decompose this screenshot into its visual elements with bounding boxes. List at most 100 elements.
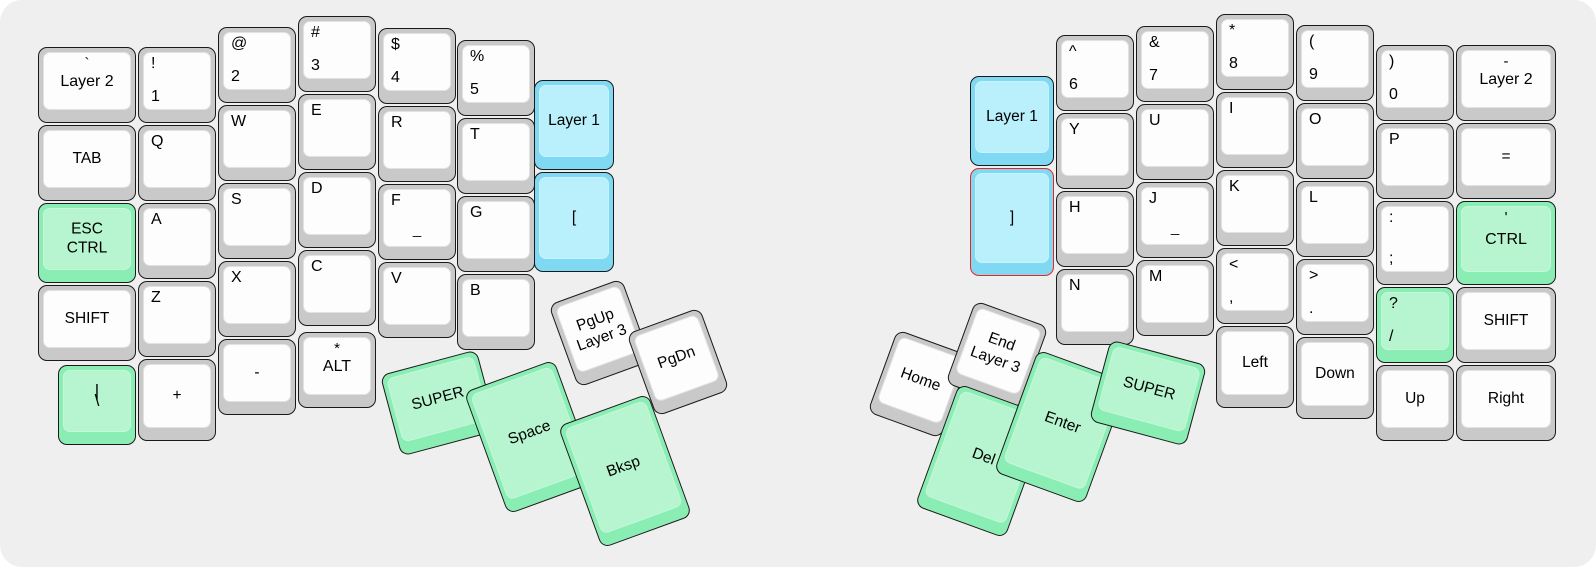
key-i[interactable]: I bbox=[1216, 92, 1294, 168]
key-star-alt[interactable]: *ALT bbox=[298, 332, 376, 408]
key-legend-base: 2 bbox=[231, 68, 240, 85]
key-legend-letter: U bbox=[1149, 112, 1161, 129]
key-tab[interactable]: TAB bbox=[38, 125, 136, 201]
key-h[interactable]: H bbox=[1056, 191, 1134, 267]
key-legend-base: Layer 2 bbox=[60, 72, 114, 90]
key-legend-center: TAB bbox=[72, 149, 102, 167]
key-shift-right[interactable]: SHIFT bbox=[1456, 287, 1556, 363]
key-9-paren[interactable]: (9 bbox=[1296, 25, 1374, 101]
key-down-arrow[interactable]: Down bbox=[1296, 337, 1374, 419]
key-left-arrow[interactable]: Left bbox=[1216, 326, 1294, 408]
keycap-surface: - bbox=[223, 344, 291, 402]
key-y[interactable]: Y bbox=[1056, 113, 1134, 189]
key-k[interactable]: K bbox=[1216, 170, 1294, 246]
key-n[interactable]: N bbox=[1056, 269, 1134, 345]
key-t[interactable]: T bbox=[457, 118, 535, 194]
keycap-surface: + bbox=[143, 364, 211, 428]
key-right-arrow[interactable]: Right bbox=[1456, 365, 1556, 441]
key-legend-letter: Q bbox=[151, 133, 164, 150]
key-w[interactable]: W bbox=[218, 105, 296, 181]
keycap-surface: T bbox=[462, 123, 530, 181]
key-legend-letter: P bbox=[1389, 131, 1400, 148]
key-comma-lt[interactable]: <, bbox=[1216, 248, 1294, 324]
keycap-surface: <, bbox=[1221, 253, 1289, 311]
key-layer2-grave[interactable]: `Layer 2 bbox=[38, 47, 136, 123]
key-8-asterisk[interactable]: *8 bbox=[1216, 14, 1294, 90]
key-z[interactable]: Z bbox=[138, 281, 216, 357]
key-a[interactable]: A bbox=[138, 203, 216, 279]
key-pipe-backslash[interactable]: |\ bbox=[58, 365, 136, 445]
key-m[interactable]: M bbox=[1136, 260, 1214, 336]
key-u[interactable]: U bbox=[1136, 104, 1214, 180]
key-r[interactable]: R bbox=[378, 106, 456, 182]
key-legend-letter: B bbox=[470, 282, 481, 299]
key-3-hash[interactable]: #3 bbox=[298, 16, 376, 92]
keycap-surface: 'CTRL bbox=[1461, 206, 1551, 272]
key-j-homing[interactable]: J_ bbox=[1136, 182, 1214, 258]
key-up-arrow[interactable]: Up bbox=[1376, 365, 1454, 441]
key-semicolon-colon[interactable]: :; bbox=[1376, 201, 1454, 285]
key-4-dollar[interactable]: $4 bbox=[378, 28, 456, 104]
key-layer1-right[interactable]: Layer 1 bbox=[970, 76, 1054, 166]
keycap-surface: B bbox=[462, 279, 530, 337]
key-equals[interactable]: = bbox=[1456, 123, 1556, 199]
keycap-surface: )0 bbox=[1381, 50, 1449, 108]
key-c[interactable]: C bbox=[298, 250, 376, 326]
key-v[interactable]: V bbox=[378, 262, 456, 338]
key-shift-left[interactable]: SHIFT bbox=[38, 285, 136, 361]
key-bksp[interactable]: Bksp bbox=[557, 393, 693, 549]
key-layer2-minus[interactable]: -Layer 2 bbox=[1456, 45, 1556, 121]
key-legend-center: SHIFT bbox=[64, 309, 110, 327]
key-period-gt[interactable]: >. bbox=[1296, 259, 1374, 335]
key-legend-multiline: PgUp Layer 3 bbox=[574, 305, 630, 356]
key-legend-center: Right bbox=[1487, 389, 1525, 407]
key-o[interactable]: O bbox=[1296, 103, 1374, 179]
key-2-at[interactable]: @2 bbox=[218, 27, 296, 103]
key-7-ampersand[interactable]: &7 bbox=[1136, 26, 1214, 102]
key-slash-question[interactable]: ?/ bbox=[1376, 287, 1454, 363]
key-layer1-left[interactable]: Layer 1 bbox=[534, 80, 614, 170]
keycap-surface: G bbox=[462, 201, 530, 259]
keycap-surface: SHIFT bbox=[43, 290, 131, 348]
keycap-surface: A bbox=[143, 208, 211, 266]
key-legend-multiline: End Layer 3 bbox=[967, 329, 1023, 377]
key-p[interactable]: P bbox=[1376, 123, 1454, 199]
key-legend-letter: T bbox=[470, 126, 480, 143]
key-5-percent[interactable]: %5 bbox=[457, 40, 535, 116]
key-legend-letter: L bbox=[1309, 189, 1318, 206]
key-x[interactable]: X bbox=[218, 261, 296, 337]
key-bracket-left[interactable]: [ bbox=[534, 172, 614, 272]
keycap-surface: ^6 bbox=[1061, 40, 1129, 98]
key-l[interactable]: L bbox=[1296, 181, 1374, 257]
key-plus[interactable]: + bbox=[138, 359, 216, 441]
key-d[interactable]: D bbox=[298, 172, 376, 248]
key-s[interactable]: S bbox=[218, 183, 296, 259]
key-legend-shifted: - bbox=[1503, 53, 1509, 70]
key-legend-base: 5 bbox=[470, 81, 479, 98]
keycap-surface: [ bbox=[539, 177, 609, 259]
keycap-surface: Left bbox=[1221, 331, 1289, 395]
keycap-surface: @2 bbox=[223, 32, 291, 90]
keycap-surface: !1 bbox=[143, 52, 211, 110]
keycap-surface: J_ bbox=[1141, 187, 1209, 245]
key-legend-letter: V bbox=[391, 270, 402, 287]
key-legend-shifted: & bbox=[1149, 34, 1160, 51]
key-g[interactable]: G bbox=[457, 196, 535, 272]
key-ctrl-quote[interactable]: 'CTRL bbox=[1456, 201, 1556, 285]
key-legend-base: Layer 2 bbox=[1479, 70, 1533, 88]
key-minus[interactable]: - bbox=[218, 339, 296, 415]
key-6-caret[interactable]: ^6 bbox=[1056, 35, 1134, 111]
key-0-paren[interactable]: )0 bbox=[1376, 45, 1454, 121]
key-1-exclaim[interactable]: !1 bbox=[138, 47, 216, 123]
keycap-surface: Right bbox=[1461, 370, 1551, 428]
key-b[interactable]: B bbox=[457, 274, 535, 350]
key-q[interactable]: Q bbox=[138, 125, 216, 201]
key-esc-ctrl[interactable]: ESC CTRL bbox=[38, 203, 136, 283]
key-f-homing[interactable]: F_ bbox=[378, 184, 456, 260]
key-bracket-right[interactable]: ] bbox=[970, 168, 1054, 276]
keycap-surface: |\ bbox=[63, 370, 131, 432]
key-e[interactable]: E bbox=[298, 94, 376, 170]
keycap-surface: *8 bbox=[1221, 19, 1289, 77]
key-legend-letter: E bbox=[311, 102, 322, 119]
